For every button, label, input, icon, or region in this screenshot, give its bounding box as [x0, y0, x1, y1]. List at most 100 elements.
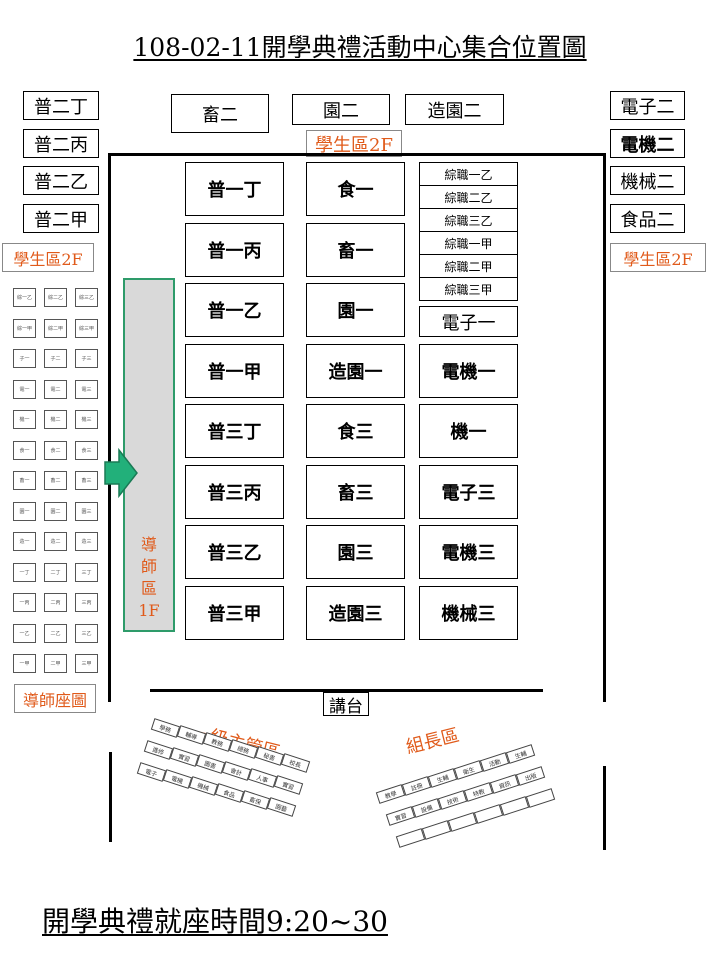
admin-seat: 電機 [162, 769, 193, 789]
hall-right-wall-lower [603, 766, 606, 850]
teacher-seat: 畜二 [44, 471, 67, 490]
hall-class: 機一 [419, 404, 518, 458]
teacher-seat: 綜二乙 [44, 288, 67, 307]
right-class-1: 電子二 [610, 91, 685, 120]
teacher-seat: 造一 [13, 532, 36, 551]
teacher-seat: 電二 [44, 379, 67, 399]
teacher-seat: 二甲 [44, 654, 67, 673]
teacher-area-1f-label: 導師區1F [138, 535, 160, 620]
admin-seat: 會計 [221, 761, 252, 781]
teacher-area-1f [123, 278, 175, 632]
admin-seat: 實習 [273, 775, 304, 795]
teacher-seat: 一甲 [13, 654, 36, 673]
teacher-seat: 造三 [75, 532, 98, 551]
leader-seat-block: 教學註冊生輔衛生活動生輔實習設備技術特教資訊出版 [0, 0, 556, 848]
hall-class: 造園一 [306, 344, 405, 398]
leader-seat: 出版 [515, 766, 546, 786]
teacher-seat: 子一 [13, 349, 36, 368]
leader-seat [447, 812, 478, 832]
teacher-seat: 綜三甲 [75, 318, 98, 338]
hall-class: 園一 [306, 283, 405, 337]
hall-class: 電子三 [419, 465, 518, 519]
hall-right-wall [603, 153, 606, 702]
hall-class: 園三 [306, 525, 405, 579]
left-student-area-2f: 學生區2F [2, 243, 94, 272]
hall-class: 普三丙 [185, 465, 284, 519]
hall-small-class: 綜職三乙 [419, 208, 518, 232]
teacher-seat: 二丁 [44, 562, 67, 582]
leader-seat: 教學 [375, 784, 406, 804]
teacher-seat-grid: 綜一乙綜二乙綜三乙綜一甲綜二甲綜三甲子一子二子三電一電二電三機一機二機三食一食二… [13, 288, 99, 676]
podium: 講台 [323, 692, 369, 717]
teacher-seat: 綜二甲 [44, 318, 67, 338]
teacher-seat: 子二 [44, 349, 67, 368]
hall-class: 普三丁 [185, 404, 284, 458]
hall-class: 普一乙 [185, 283, 284, 337]
leader-seat: 衛生 [453, 760, 484, 780]
admin-seat: 實習 [169, 747, 200, 767]
teacher-seat: 一乙 [13, 623, 36, 643]
teacher-seat: 電一 [13, 379, 36, 399]
top-class-3: 造園二 [405, 94, 504, 125]
hall-class: 普三乙 [185, 525, 284, 579]
leader-seat [421, 820, 452, 840]
teacher-seat: 三甲 [75, 654, 98, 673]
hall-class: 普一甲 [185, 344, 284, 398]
teacher-seat: 園一 [13, 501, 36, 521]
top-class-2: 園二 [292, 94, 390, 125]
leader-seat [499, 796, 530, 816]
teacher-seat: 食二 [44, 440, 67, 460]
admin-seat: 機械 [188, 776, 219, 796]
hall-class: 畜一 [306, 223, 405, 277]
leader-seat: 技術 [437, 790, 468, 810]
hall-class: 造園三 [306, 586, 405, 640]
teacher-seat: 二丙 [44, 593, 67, 612]
right-class-3: 機械二 [610, 166, 685, 195]
teacher-seat: 三丙 [75, 593, 98, 612]
teacher-seat: 三丁 [75, 562, 98, 582]
leader-seat: 資訊 [489, 774, 520, 794]
stage-line [150, 689, 543, 692]
hall-class: 機械三 [419, 586, 518, 640]
right-class-2: 電機二 [610, 129, 685, 158]
teacher-seat: 二乙 [44, 623, 67, 643]
hall-class: 食一 [306, 162, 405, 216]
leader-seat [395, 828, 426, 848]
leader-seat [473, 804, 504, 824]
leader-seat: 活動 [479, 752, 510, 772]
teacher-seat: 一丁 [13, 562, 36, 582]
hall-class: 畜三 [306, 465, 405, 519]
teacher-seat: 機一 [13, 410, 36, 429]
admin-seat: 學務 [150, 718, 181, 738]
leader-seat: 生輔 [505, 744, 536, 764]
arrow-right-icon [104, 448, 138, 498]
hall-small-class: 綜職二乙 [419, 185, 518, 209]
teacher-seat: 機三 [75, 410, 98, 429]
admin-seat: 人事 [247, 768, 278, 788]
hall-class: 普一丁 [185, 162, 284, 216]
hall-class: 電機三 [419, 525, 518, 579]
admin-seat: 圖書 [195, 754, 226, 774]
teacher-seat: 造二 [44, 532, 67, 551]
leader-seat: 實習 [385, 806, 416, 826]
admin-seat: 園藝 [266, 797, 297, 817]
page-title: 108-02-11開學典禮活動中心集合位置圖 [133, 33, 587, 62]
hall-left-wall [108, 153, 111, 702]
hall-top-wall [108, 153, 606, 156]
admin-seat: 校長 [280, 753, 311, 773]
hall-small-class: 綜職一乙 [419, 162, 518, 186]
teacher-seat: 子三 [75, 349, 98, 368]
teacher-seat: 園三 [75, 501, 98, 521]
teacher-seat: 綜三乙 [75, 288, 98, 307]
leader-seat: 設備 [411, 798, 442, 818]
teacher-seat: 三乙 [75, 623, 98, 643]
hall-small-class: 綜職一甲 [419, 231, 518, 255]
leader-seat: 特教 [463, 782, 494, 802]
left-class-3: 普二乙 [23, 166, 99, 195]
teacher-seat: 食一 [13, 440, 36, 460]
admin-seat: 畜保 [240, 790, 271, 810]
hall-left-wall-lower [109, 752, 112, 842]
teacher-seat: 畜一 [13, 471, 36, 490]
left-class-1: 普二丁 [23, 91, 99, 120]
teacher-seat: 電三 [75, 379, 98, 399]
